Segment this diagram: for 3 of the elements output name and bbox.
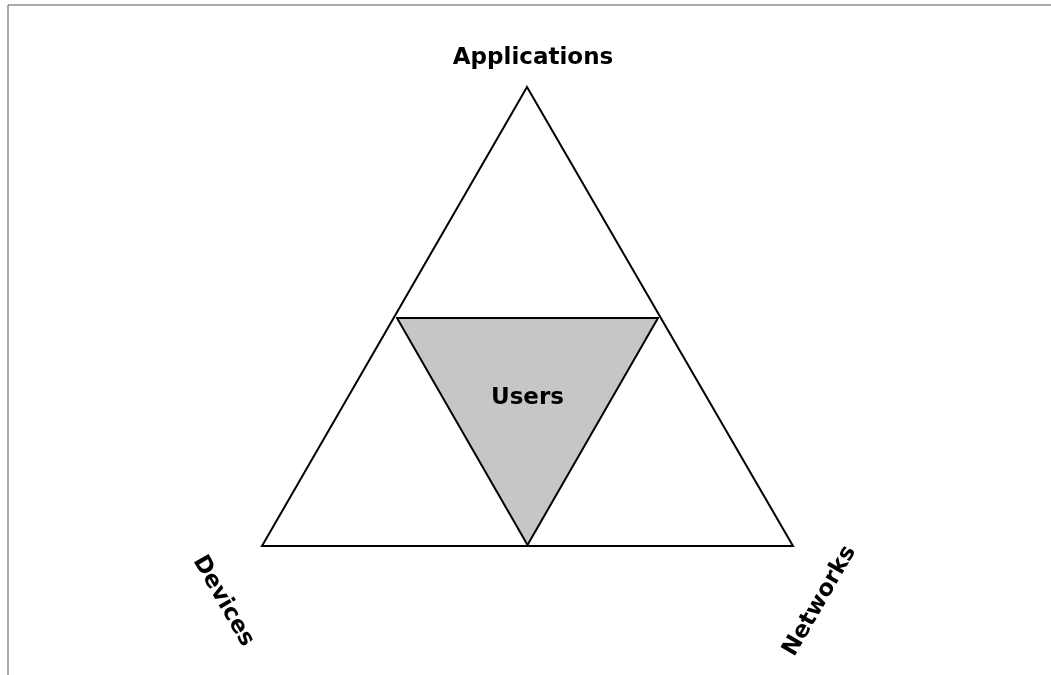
- corner-label: Applications: [452, 43, 614, 69]
- node-label: Users: [491, 383, 564, 409]
- users-triangle: [396, 317, 659, 546]
